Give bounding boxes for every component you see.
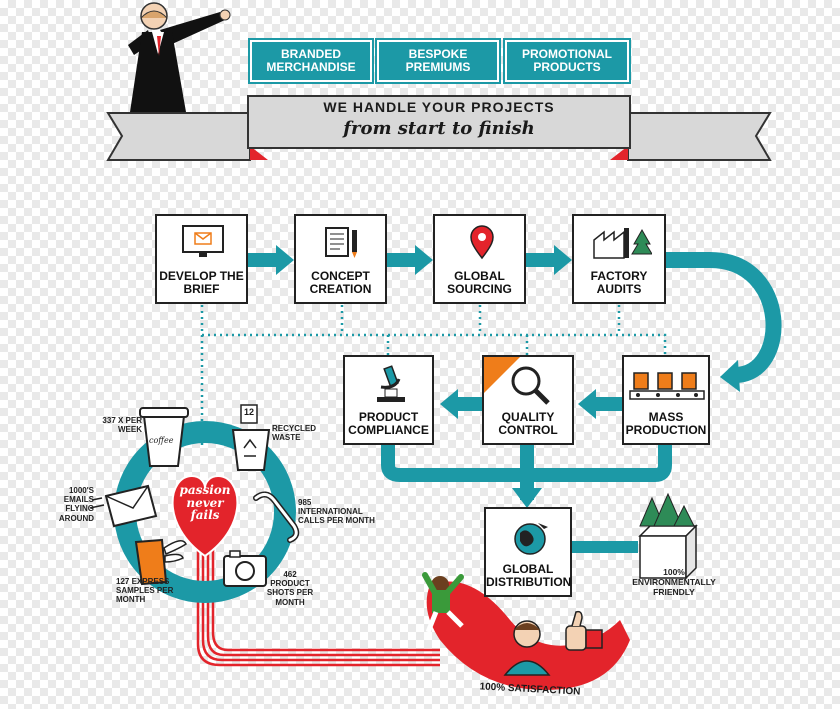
stat-calls: 985 INTERNATIONAL CALLS PER MONTH (298, 498, 375, 526)
step-audits-label: FACTORY AUDITS (590, 268, 648, 296)
recycle-bin-icon (231, 404, 271, 471)
tag-bespoke-premiums: BESPOKE PREMIUMS (377, 40, 499, 82)
heart-word-1: passion (179, 483, 231, 497)
notepad-icon (325, 227, 357, 258)
red-ribbon-lines (196, 520, 440, 667)
step-concept-label: CONCEPT CREATION (309, 268, 372, 296)
step-mass-production: MASS PRODUCTION (622, 355, 710, 445)
telephone-icon (253, 491, 300, 543)
stat-product-shots: 462 PRODUCT SHOTS PER MONTH (266, 570, 314, 607)
stat-recycled-waste: RECYCLED WASTE (272, 424, 317, 443)
step-sourcing-label: GLOBAL SOURCING (447, 268, 512, 296)
location-pin-icon (470, 225, 494, 260)
jumping-person-icon (422, 572, 464, 633)
monitor-icon (182, 225, 224, 257)
curve-arrow-head (720, 360, 740, 392)
step-quality-control: QUALITY CONTROL (482, 355, 574, 445)
heart-shape (171, 474, 239, 558)
express-sample-icon (134, 538, 187, 586)
step-global-sourcing: GLOBAL SOURCING (433, 214, 526, 304)
step-develop-label: DEVELOP THE BRIEF (159, 268, 244, 296)
bin-number: 12 (244, 407, 255, 417)
step-concept-creation: CONCEPT CREATION (294, 214, 387, 304)
businessman-figure (128, 2, 231, 112)
camera-icon (223, 550, 267, 587)
merge-arrow-head (512, 488, 542, 508)
conveyor-mugs-icon (629, 372, 705, 400)
step-compliance-label: PRODUCT COMPLIANCE (348, 409, 429, 437)
step-product-compliance: PRODUCT COMPLIANCE (343, 355, 434, 445)
banner-ribbon (106, 95, 772, 161)
curve-arrow (666, 252, 782, 383)
middle-flow-arrows (440, 389, 624, 419)
globe-plane-icon (514, 523, 548, 555)
satisfied-person-icon (503, 620, 551, 676)
step-distribution-label: GLOBAL DISTRIBUTION (486, 561, 572, 589)
top-flow-arrows (248, 245, 572, 275)
magnifier-icon (484, 357, 550, 405)
step-quality-label: QUALITY CONTROL (498, 409, 558, 437)
coffee-cup-label: coffee (149, 436, 174, 445)
coffee-cup-icon (139, 407, 189, 467)
microscope-icon (377, 365, 405, 402)
email-icon (89, 484, 158, 528)
stat-samples: 127 EXPRESS SAMPLES PER MONTH (116, 577, 174, 605)
banner-subtitle: from start to finish (343, 118, 535, 139)
eco-box-icon (638, 492, 698, 580)
heart-word-3: fails (190, 508, 220, 523)
heart-word-2: never (186, 495, 224, 510)
eco-connector (572, 541, 638, 553)
stat-emails: 1000'S EMAILS FLYING AROUND (58, 486, 94, 523)
thumbs-up-icon (565, 610, 603, 651)
heart-text: passion never fails (172, 484, 238, 522)
step-global-distribution: GLOBAL DISTRIBUTION (484, 507, 572, 597)
satisfaction-blob (426, 581, 630, 690)
step-factory-audits: FACTORY AUDITS (572, 214, 666, 304)
step-develop-brief: DEVELOP THE BRIEF (155, 214, 248, 304)
tag-branded-merchandise: BRANDED MERCHANDISE (250, 40, 372, 82)
factory-icon (593, 228, 652, 259)
step-mass-label: MASS PRODUCTION (625, 409, 707, 437)
tag-promotional-products: PROMOTIONAL PRODUCTS (505, 40, 629, 82)
eco-friendly-label: 100% ENVIRONMENTALLY FRIENDLY (632, 567, 716, 597)
stat-coffee: 337 X PER WEEK (102, 416, 142, 435)
banner-title: WE HANDLE YOUR PROJECTS (323, 99, 555, 115)
